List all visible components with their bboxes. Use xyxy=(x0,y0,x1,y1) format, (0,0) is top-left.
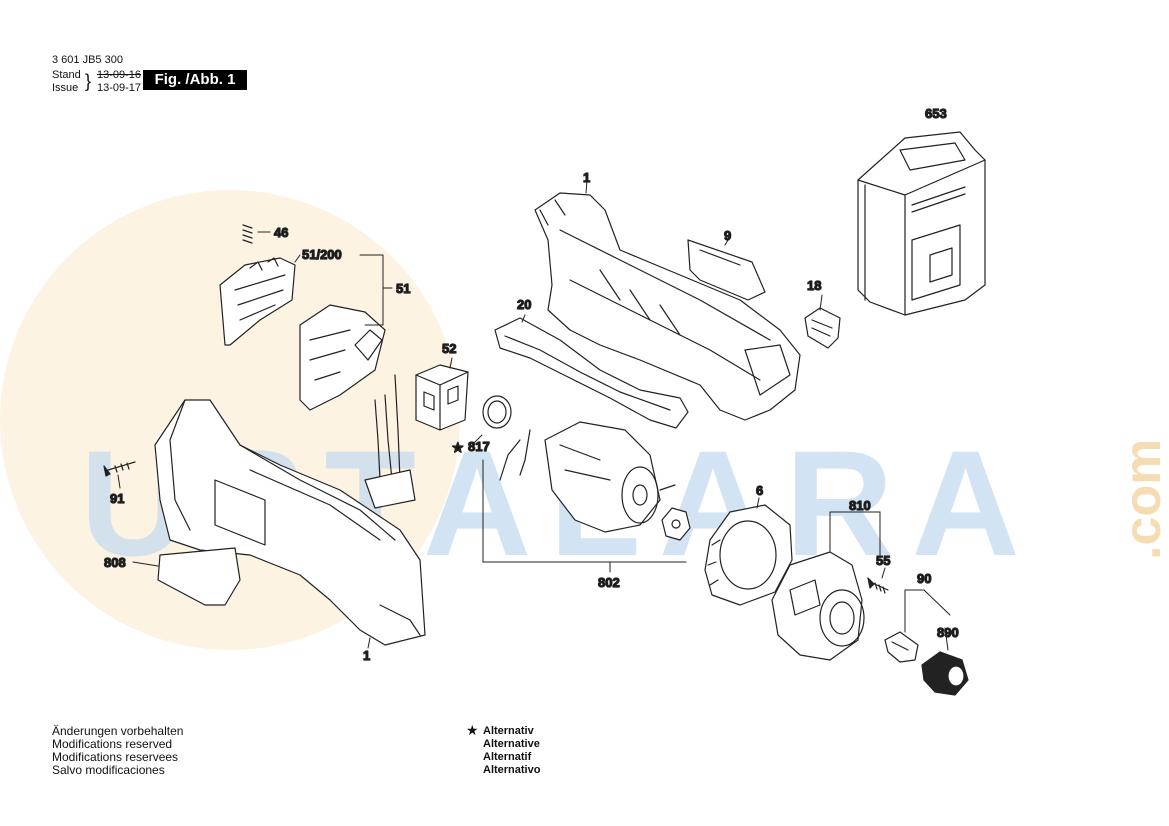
label-film-808-part xyxy=(157,547,241,606)
label-802: 802 xyxy=(598,575,620,590)
watermark-suffix: .com xyxy=(1114,439,1169,560)
fan-baffle-part xyxy=(704,504,793,606)
stand-date: 13-09-16 xyxy=(97,69,142,81)
label-film-part xyxy=(687,239,766,301)
leader-lines xyxy=(117,179,951,651)
screw-55-part xyxy=(867,577,889,594)
issue-label: Issue xyxy=(52,82,79,94)
label-1-top: 1 xyxy=(583,170,590,185)
clip-part xyxy=(804,307,841,349)
label-810: 810 xyxy=(849,498,871,513)
label-817: 817 xyxy=(468,439,490,454)
screw-91-part xyxy=(103,461,136,477)
block-part xyxy=(415,364,469,431)
alt-es: Alternativo xyxy=(483,764,541,776)
label-52: 52 xyxy=(442,341,456,356)
label-20: 20 xyxy=(517,297,531,312)
battery-pack-part xyxy=(857,131,986,316)
issue-date: 13-09-17 xyxy=(97,82,142,94)
alternative-star-icon: ★ xyxy=(466,722,479,738)
spring-part xyxy=(242,224,253,244)
stand-label: Stand xyxy=(52,69,81,81)
nut-part xyxy=(921,651,969,696)
note-fr: Modifications reservees xyxy=(52,750,179,764)
label-55: 55 xyxy=(876,553,890,568)
note-de: Änderungen vorbehalten xyxy=(52,724,184,738)
note-en: Modifications reserved xyxy=(52,737,173,751)
circuit-board-part xyxy=(219,257,296,346)
label-91: 91 xyxy=(110,491,124,506)
doc-number: 3 601 JB5 300 xyxy=(52,54,123,66)
switch-part xyxy=(299,304,386,411)
gear-part xyxy=(661,507,691,541)
note-es: Salvo modificaciones xyxy=(52,763,165,777)
label-653: 653 xyxy=(925,106,947,121)
label-90: 90 xyxy=(917,571,931,586)
label-51-200: 51/200 xyxy=(302,247,342,262)
bit-holder-part xyxy=(884,631,919,663)
ring-part xyxy=(482,395,512,429)
label-890: 890 xyxy=(937,625,959,640)
label-6: 6 xyxy=(756,483,763,498)
alt-en: Alternative xyxy=(483,738,540,750)
label-1-bottom: 1 xyxy=(363,648,370,663)
alt-de: Alternativ xyxy=(483,725,534,737)
strip-part xyxy=(494,317,689,429)
housing-lower-part xyxy=(154,399,426,646)
label-51: 51 xyxy=(396,281,410,296)
label-808: 808 xyxy=(104,555,126,570)
label-18: 18 xyxy=(807,278,821,293)
gear-head-part xyxy=(771,551,865,661)
alternative-star-817: ★ xyxy=(452,440,464,455)
alt-fr: Alternatif xyxy=(483,751,532,763)
label-46: 46 xyxy=(274,225,288,240)
brace-symbol: } xyxy=(85,71,92,91)
housing-upper-part xyxy=(534,192,801,421)
label-9: 9 xyxy=(724,228,731,243)
figure-label: Fig. /Abb. 1 xyxy=(143,70,247,90)
wire-harness-part xyxy=(364,374,531,509)
motor-part xyxy=(544,421,676,533)
